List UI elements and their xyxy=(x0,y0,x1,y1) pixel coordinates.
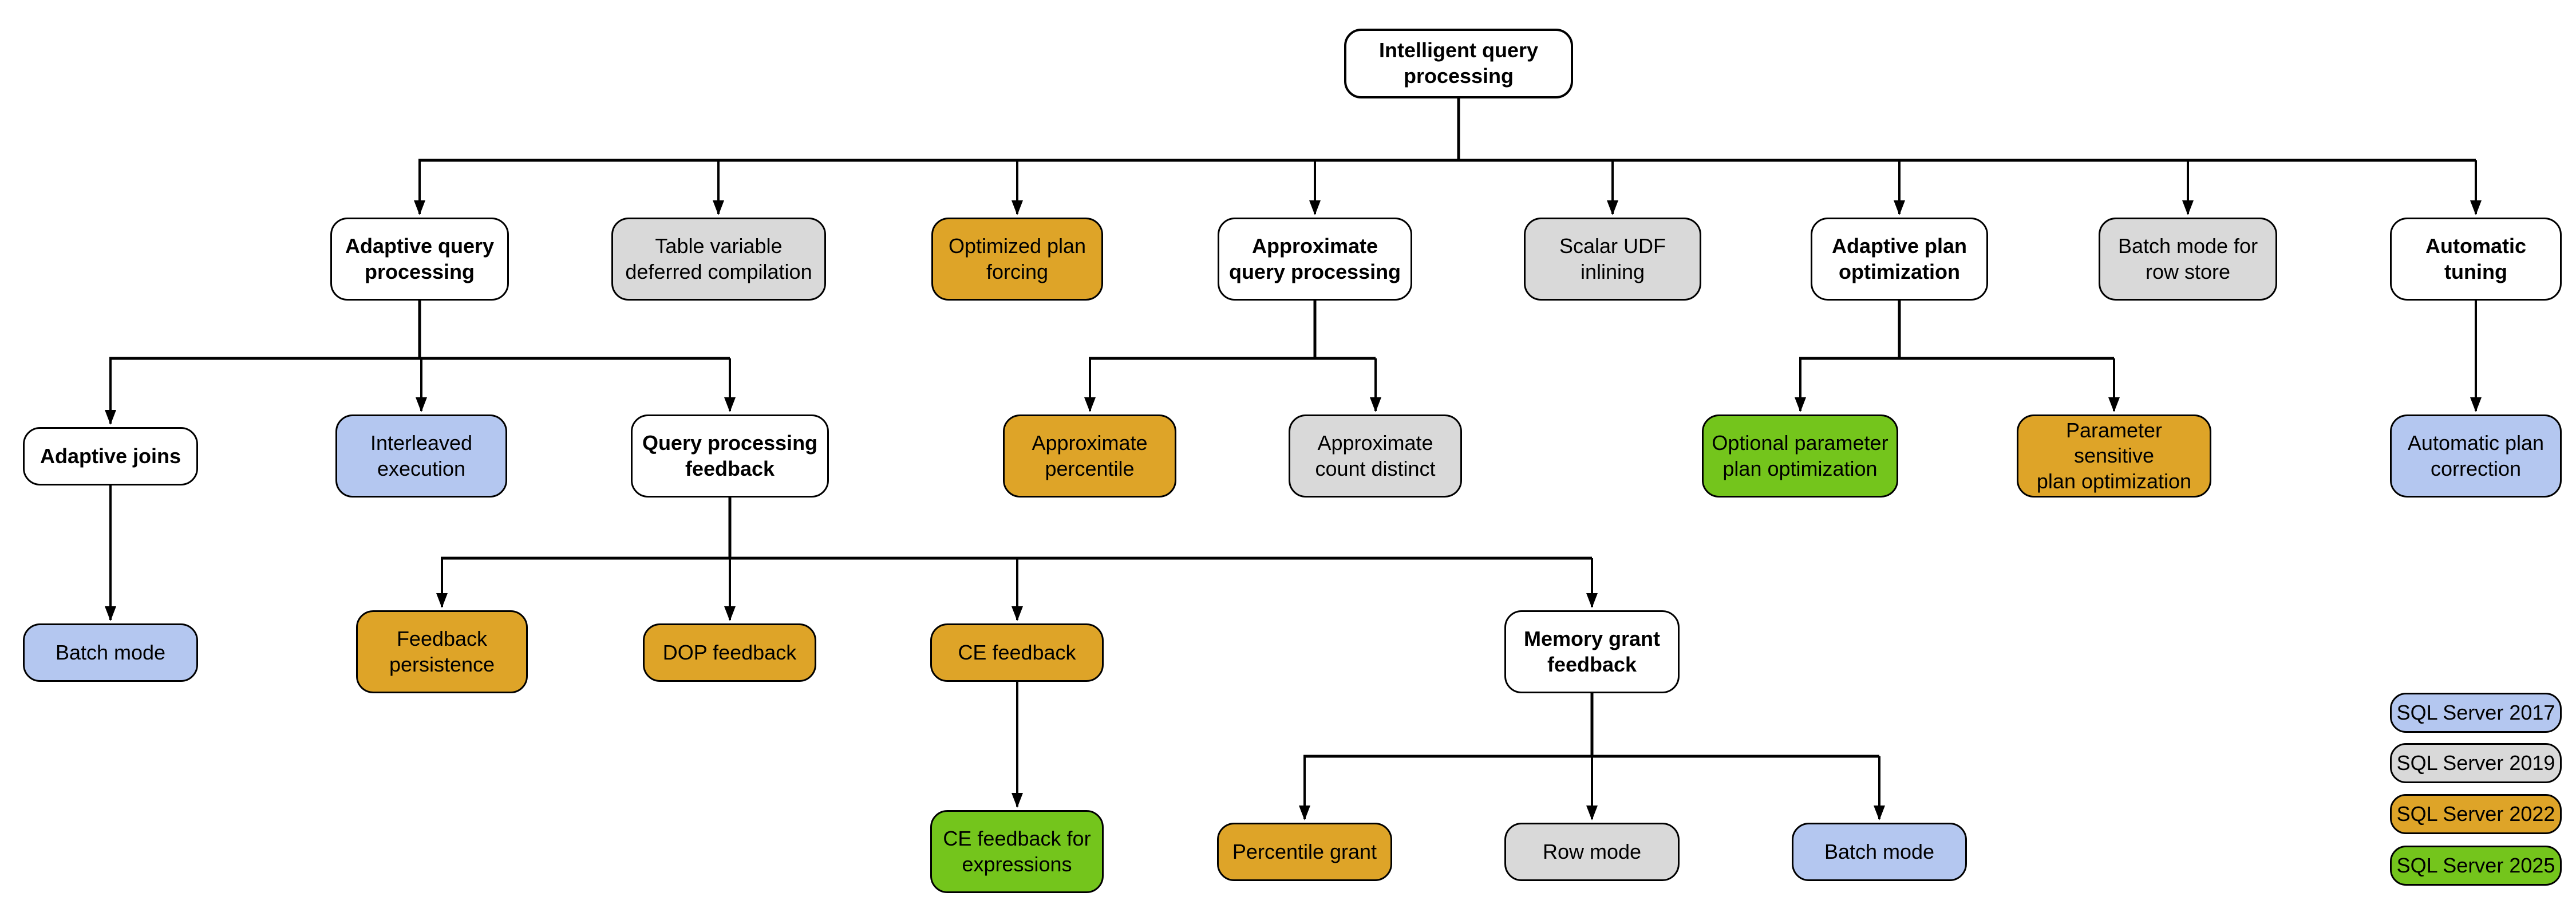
node-label: Adaptive plan optimization xyxy=(1831,234,1967,283)
node-row-mode: Row mode xyxy=(1504,823,1680,881)
node-label: CE feedback xyxy=(958,640,1076,664)
legend-label: SQL Server 2025 xyxy=(2396,854,2555,877)
node-ce-feedback-for-expressions: CE feedback for expressions xyxy=(930,810,1104,893)
node-optional-parameter-plan-optimization: Optional parameter plan optimization xyxy=(1702,414,1898,498)
node-label: Percentile grant xyxy=(1232,839,1377,863)
node-intelligent-query-processing: Intelligent query processing xyxy=(1344,29,1573,98)
legend-label: SQL Server 2017 xyxy=(2396,701,2555,724)
node-label: Batch mode xyxy=(55,640,166,664)
node-label: Intelligent query processing xyxy=(1378,38,1539,88)
node-adaptive-query-processing: Adaptive query processing xyxy=(330,218,509,301)
node-label: CE feedback for expressions xyxy=(943,826,1091,876)
legend-item-sql-server-2022: SQL Server 2022 xyxy=(2390,794,2562,834)
node-label: Memory grant feedback xyxy=(1523,626,1661,676)
node-label: Automatic plan correction xyxy=(2407,431,2545,480)
node-label: Query processing feedback xyxy=(642,431,818,480)
node-label: Approximate count distinct xyxy=(1315,431,1436,480)
node-optimized-plan-forcing: Optimized plan forcing xyxy=(931,218,1103,301)
node-automatic-tuning: Automatic tuning xyxy=(2390,218,2562,301)
node-parameter-sensitive-plan-optimization: Parameter sensitive plan optimization xyxy=(2017,414,2211,498)
legend-item-sql-server-2019: SQL Server 2019 xyxy=(2390,743,2562,783)
node-approximate-percentile: Approximate percentile xyxy=(1003,414,1176,498)
node-label: Approximate percentile xyxy=(1032,431,1148,480)
node-label: Scalar UDF inlining xyxy=(1559,234,1666,283)
node-dop-feedback: DOP feedback xyxy=(643,623,816,682)
node-approximate-query-processing: Approximate query processing xyxy=(1218,218,1412,301)
node-label: Optional parameter plan optimization xyxy=(1712,431,1888,480)
node-batch-mode-memory-grant: Batch mode xyxy=(1792,823,1967,881)
node-adaptive-joins: Adaptive joins xyxy=(23,427,198,485)
node-label: Table variable deferred compilation xyxy=(625,234,812,283)
node-table-variable-deferred-compilation: Table variable deferred compilation xyxy=(611,218,826,301)
legend-item-sql-server-2017: SQL Server 2017 xyxy=(2390,693,2562,733)
legend-label: SQL Server 2022 xyxy=(2396,802,2555,826)
legend-item-sql-server-2025: SQL Server 2025 xyxy=(2390,846,2562,886)
node-percentile-grant: Percentile grant xyxy=(1217,823,1392,881)
node-adaptive-plan-optimization: Adaptive plan optimization xyxy=(1811,218,1988,301)
node-label: Adaptive joins xyxy=(39,444,181,468)
node-label: Row mode xyxy=(1542,839,1642,863)
node-approximate-count-distinct: Approximate count distinct xyxy=(1289,414,1462,498)
node-label: Feedback persistence xyxy=(389,626,495,676)
node-automatic-plan-correction: Automatic plan correction xyxy=(2390,414,2562,498)
node-query-processing-feedback: Query processing feedback xyxy=(631,414,829,498)
node-label: Parameter sensitive plan optimization xyxy=(2036,418,2192,493)
node-batch-mode-adaptive-joins: Batch mode xyxy=(23,623,198,682)
node-label: Batch mode xyxy=(1824,839,1935,863)
node-label: DOP feedback xyxy=(662,640,797,664)
legend-label: SQL Server 2019 xyxy=(2396,751,2555,775)
node-memory-grant-feedback: Memory grant feedback xyxy=(1504,610,1680,693)
node-feedback-persistence: Feedback persistence xyxy=(356,610,528,693)
node-label: Adaptive query processing xyxy=(345,234,495,283)
node-label: Batch mode for row store xyxy=(2117,234,2258,283)
node-batch-mode-for-row-store: Batch mode for row store xyxy=(2099,218,2277,301)
node-label: Optimized plan forcing xyxy=(948,234,1086,283)
node-scalar-udf-inlining: Scalar UDF inlining xyxy=(1524,218,1701,301)
node-interleaved-execution: Interleaved execution xyxy=(335,414,507,498)
node-label: Approximate query processing xyxy=(1228,234,1401,283)
node-ce-feedback: CE feedback xyxy=(930,623,1104,682)
node-label: Automatic tuning xyxy=(2425,234,2526,283)
node-label: Interleaved execution xyxy=(370,431,473,480)
